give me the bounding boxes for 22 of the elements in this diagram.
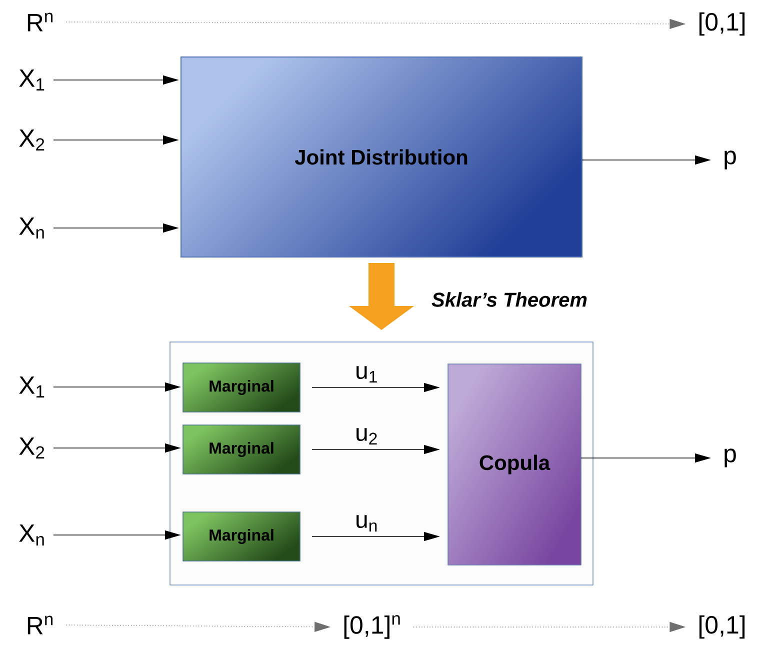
symbol-label: [0,1]$^{n}$ [344,615,400,639]
copula-box: Copula [448,364,582,566]
edge-label: u$_{2}$ [354,427,380,446]
symbol-label: X$_{1}$ [19,70,44,90]
edge-label: u$_{1}$ [354,365,380,384]
symbol-label: [0,1] [699,615,745,639]
symbol-label: X$_{n}$ [19,218,44,238]
edge-label: Sklar’s Theorem [430,290,590,309]
symbol-label: R$^{n}$ [28,12,53,32]
symbol-label: X$_{2}$ [19,438,44,458]
marginal-box: Marginal [182,362,300,412]
marginal-box: Marginal [182,512,300,562]
symbol-label: p [724,448,736,468]
symbol-label: X$_{1}$ [19,376,44,398]
symbol-label: R$^{n}$ [28,616,53,634]
symbol-label: X$_{2}$ [19,130,44,150]
process-box: Joint Distribution [180,56,582,258]
symbol-label: X$_{n}$ [19,524,44,546]
marginal-box: Marginal [182,424,300,474]
symbol-label: p [724,150,736,170]
edge-label: u$_{n}$ [354,514,380,532]
symbol-label: [0,1] [699,12,745,36]
